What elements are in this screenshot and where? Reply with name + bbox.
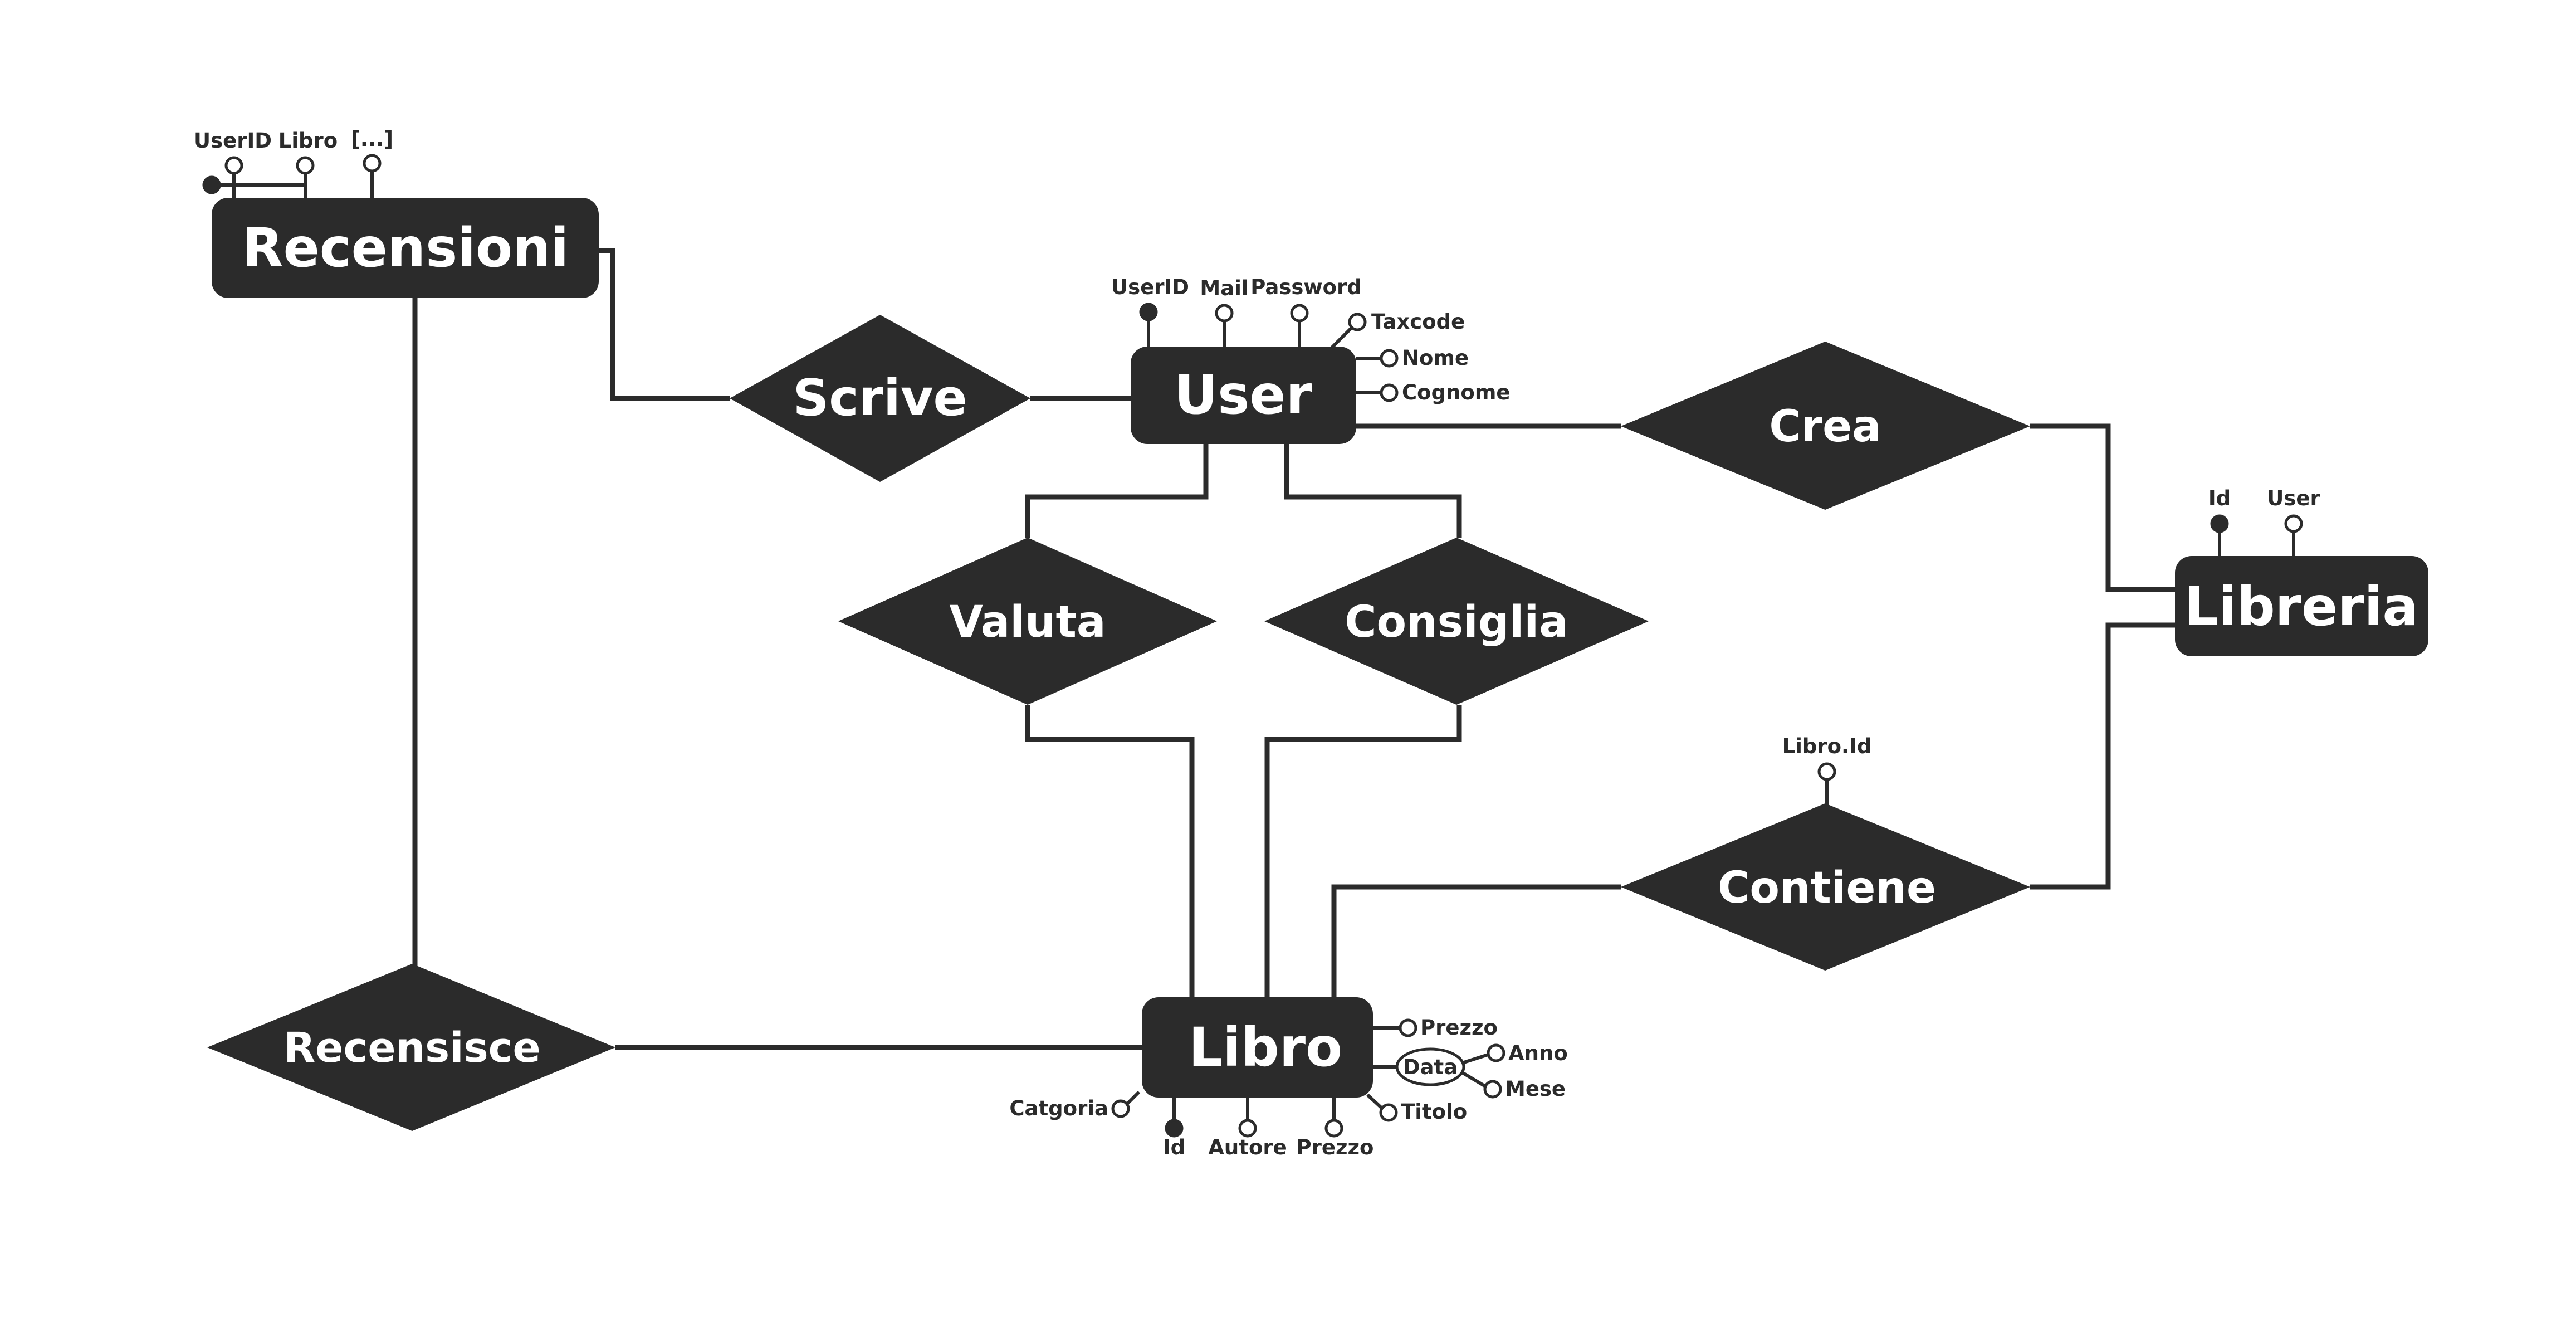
libro-attr-data-marker — [1395, 1047, 1465, 1086]
libro-attr-prezzo-bottom-marker — [1324, 1119, 1343, 1138]
libro-attr-prezzo-top: Prezzo — [1420, 1016, 1498, 1040]
user-attr-nome: Nome — [1402, 346, 1469, 370]
user-attr-password-marker — [1290, 304, 1309, 323]
recensisce-diamond — [207, 964, 615, 1131]
user-box — [1131, 347, 1356, 444]
libro-attr-anno-marker — [1487, 1043, 1505, 1062]
libreria-attr-user-marker — [2284, 514, 2303, 533]
user-attr-mail-marker — [1215, 304, 1234, 323]
entity-libro[interactable]: Libro Prezzo Data Anno Mese Titolo Catgo… — [1009, 997, 1568, 1159]
crea-diamond — [1621, 342, 2030, 510]
libro-attr-prezzo-top-marker — [1399, 1018, 1417, 1037]
valuta-diamond — [838, 538, 1217, 705]
relationship-scrive[interactable]: Scrive — [730, 315, 1030, 482]
user-attr-cognome-marker — [1380, 383, 1399, 402]
contiene-label: Contiene — [1718, 863, 1936, 913]
libro-label: Libro — [1189, 1016, 1342, 1079]
libro-attr-prezzo-bottom: Prezzo — [1297, 1135, 1374, 1159]
recensioni-attr-userid: UserID — [194, 129, 272, 153]
relationship-lines — [412, 248, 2175, 1050]
libreria-box — [2175, 556, 2428, 656]
valuta-label: Valuta — [950, 597, 1106, 647]
recensioni-attr-libro: Libro — [278, 129, 338, 153]
line-valuta-libro — [1025, 705, 1195, 1000]
consiglia-label: Consiglia — [1345, 597, 1568, 647]
consiglia-diamond — [1264, 538, 1649, 705]
relationship-consiglia[interactable]: Consiglia — [1264, 538, 1649, 705]
entity-user[interactable]: User UserID Mail Password Taxcode Nome C… — [1111, 275, 1510, 444]
recensioni-attr-libro-marker — [296, 156, 315, 175]
line-consiglia-libro — [1264, 705, 1462, 1000]
libro-attr-titolo: Titolo — [1401, 1100, 1467, 1124]
scrive-diamond — [730, 315, 1030, 482]
libro-attr-mese-marker — [1483, 1080, 1502, 1099]
entity-libreria[interactable]: Libreria Id User — [2175, 486, 2428, 656]
user-attr-password: Password — [1250, 275, 1361, 299]
contiene-attr-libro-id-marker — [1817, 762, 1836, 781]
relationship-recensisce[interactable]: Recensisce — [207, 964, 615, 1131]
contiene-attr-libro-id: Libro.Id — [1782, 734, 1872, 758]
recensioni-attr-more: [...] — [351, 127, 393, 151]
libro-attr-mese: Mese — [1505, 1077, 1566, 1101]
line-user-valuta — [1025, 443, 1209, 538]
user-attr-userid: UserID — [1111, 275, 1189, 299]
user-attr-cognome: Cognome — [1402, 381, 1510, 404]
relationship-crea[interactable]: Crea — [1621, 342, 2030, 510]
crea-label: Crea — [1769, 402, 1881, 452]
recensioni-box — [212, 198, 599, 298]
relationship-valuta[interactable]: Valuta — [838, 538, 1217, 705]
entity-recensioni[interactable]: Recensioni UserID Libro [...] — [194, 127, 599, 298]
recensisce-label: Recensisce — [283, 1024, 540, 1072]
line-crea-libreria — [2030, 423, 2175, 592]
recensioni-attr-userid-marker — [224, 156, 243, 175]
relationship-contiene[interactable]: Contiene Libro.Id — [1621, 734, 2030, 971]
libreria-attr-user: User — [2267, 486, 2320, 510]
user-attr-mail: Mail — [1200, 276, 1248, 300]
recensioni-label: Recensioni — [242, 217, 569, 279]
libro-attr-catgoria: Catgoria — [1009, 1096, 1108, 1120]
libro-attr-autore-marker — [1238, 1119, 1257, 1138]
user-label: User — [1174, 364, 1312, 426]
scrive-label: Scrive — [793, 369, 967, 427]
libro-box — [1142, 997, 1373, 1098]
libro-attr-autore: Autore — [1208, 1135, 1287, 1159]
libro-attr-anno: Anno — [1508, 1041, 1568, 1065]
libreria-label: Libreria — [2184, 576, 2418, 638]
user-attr-taxcode: Taxcode — [1371, 310, 1465, 334]
libreria-attr-id-marker — [2210, 514, 2229, 533]
libreria-attr-id: Id — [2208, 486, 2231, 510]
libro-attr-data: Data — [1403, 1055, 1458, 1079]
recensioni-key-marker — [202, 175, 221, 194]
libro-attr-catgoria-marker — [1111, 1099, 1130, 1118]
recensioni-attr-more-marker — [363, 154, 382, 173]
user-attr-userid-marker — [1139, 303, 1158, 321]
line-libreria-contiene — [2030, 622, 2175, 890]
line-user-consiglia — [1284, 443, 1462, 538]
user-attr-nome-marker — [1380, 349, 1399, 368]
libro-attr-titolo-marker — [1379, 1103, 1398, 1122]
user-attr-taxcode-marker — [1348, 313, 1367, 331]
libro-attr-id: Id — [1163, 1135, 1185, 1159]
line-recensioni-scrive — [599, 248, 730, 401]
contiene-diamond — [1621, 803, 2030, 971]
libro-attr-id-marker — [1165, 1119, 1184, 1138]
line-contiene-libro — [1331, 884, 1621, 1000]
